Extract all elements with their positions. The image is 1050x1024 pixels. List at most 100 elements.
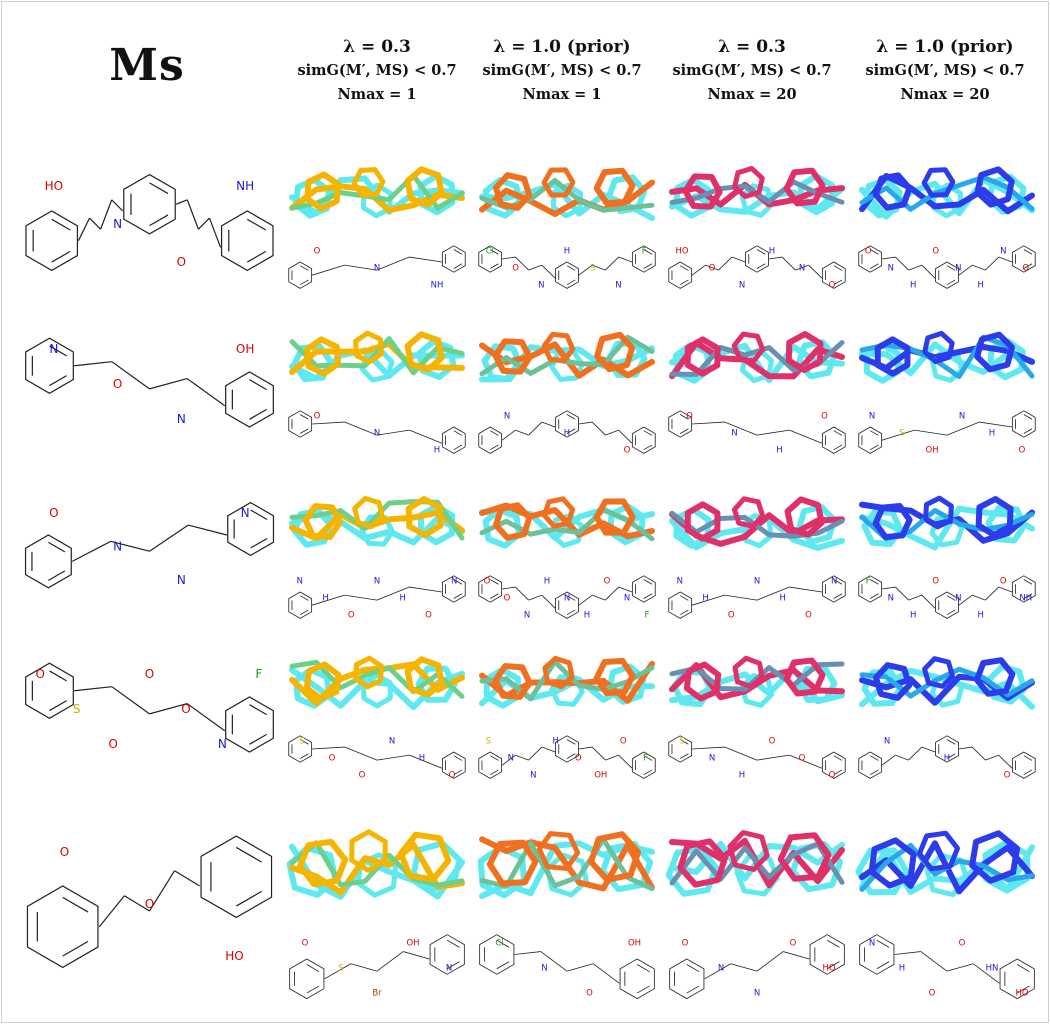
atom-label: O [314,247,321,257]
atom-label: O [49,506,58,520]
atom-label: S [679,737,684,747]
stick-ring [863,341,902,384]
atom-label: O [329,754,336,764]
atom-label: O [60,845,69,859]
atom-label: HO [675,247,688,257]
stick-ring [973,657,1016,697]
atom-label: N [959,412,965,422]
atom-label: O [145,897,154,911]
column-lambda: λ = 0.3 [343,37,411,57]
atom-label: N [709,754,715,764]
stick-ring [862,177,903,219]
stick-ring [665,845,720,897]
atom-label: O [302,938,309,948]
atom-label: H [544,577,550,587]
stick-ring [304,336,342,377]
stick-ring [673,176,712,219]
atom-label: N [831,577,837,587]
atom-label: O [728,610,735,620]
atom-label: H [989,429,995,439]
atom-label: H [400,594,406,604]
atom-label: H [944,754,950,764]
atom-label: O [821,412,828,422]
atom-label: N [297,577,303,587]
atom-label: N [389,737,395,747]
stick-ring [916,830,961,872]
atom-label: OH [406,938,419,948]
stick-ring [731,331,766,364]
atom-label: H [584,610,590,620]
atom-label: O [932,577,939,587]
atom-label: F [645,610,650,620]
stick-ring [397,831,452,883]
atom-label: HO [822,964,835,974]
atom-label: N [524,610,530,620]
stick-ring [541,496,576,529]
atom-label: F [642,247,647,257]
column-lambda: λ = 1.0 (prior) [876,37,1014,57]
stick-ring [352,495,385,530]
atom-label: HO [225,949,243,963]
atom-label: O [1004,770,1011,780]
stick-ring [684,501,721,542]
stick-chain [479,837,655,892]
atom-label: O [512,264,519,274]
atom-label: H [978,610,984,620]
atom-label: N [731,429,737,439]
atom-label: H [564,429,570,439]
atom-label: O [709,264,716,274]
atom-label: N [177,412,186,426]
atom-label: O [586,989,593,999]
atom-label: O [686,412,693,422]
stick-ring [550,182,584,219]
atom-label: H [564,247,570,257]
stick-ring [783,167,826,207]
atom-label: N [888,264,894,274]
atom-label: O [425,610,432,620]
stick-ring [677,838,728,888]
atom-label: O [108,737,117,751]
column-nmax: Nmax = 1 [337,86,417,103]
atom-label: O [504,594,511,604]
atom-label: N [374,429,380,439]
column-lambda: λ = 0.3 [718,37,786,57]
stick-ring [872,502,913,541]
atom-label: N [1000,247,1006,257]
atom-label: N [955,594,961,604]
stick-chain [289,336,465,376]
atom-label: O [575,754,582,764]
atom-label: H [322,594,328,604]
stick-chain [859,334,1035,380]
atom-label: O [682,938,689,948]
stick-ring [486,839,539,887]
stick-ring [785,331,824,373]
column-header-1: λ = 0.3 simG(M′, MS) < 0.7 Nmax = 1 [282,35,472,107]
atom-label: H [776,445,782,455]
stick-chain [669,661,845,692]
stick-ring [359,348,395,383]
reference-column-title: Ms [109,40,185,91]
atom-label: N [538,280,544,290]
atom-label: H [899,964,905,974]
atom-label: HN [986,964,999,974]
atom-label: S [590,264,595,274]
atom-label: H [780,594,786,604]
generated-cell: NHO [478,331,656,455]
atom-label: O [1022,264,1029,274]
stick-ring [982,839,1031,894]
stick-ring [922,656,955,689]
atom-label: N [374,264,380,274]
atom-label: O [799,754,806,764]
atom-label: O [1000,577,1007,587]
stick-ring [923,495,954,530]
atom-label: O [113,377,122,391]
atom-label: O [314,412,321,422]
stick-ring [492,502,533,541]
stick-ring [975,496,1014,538]
